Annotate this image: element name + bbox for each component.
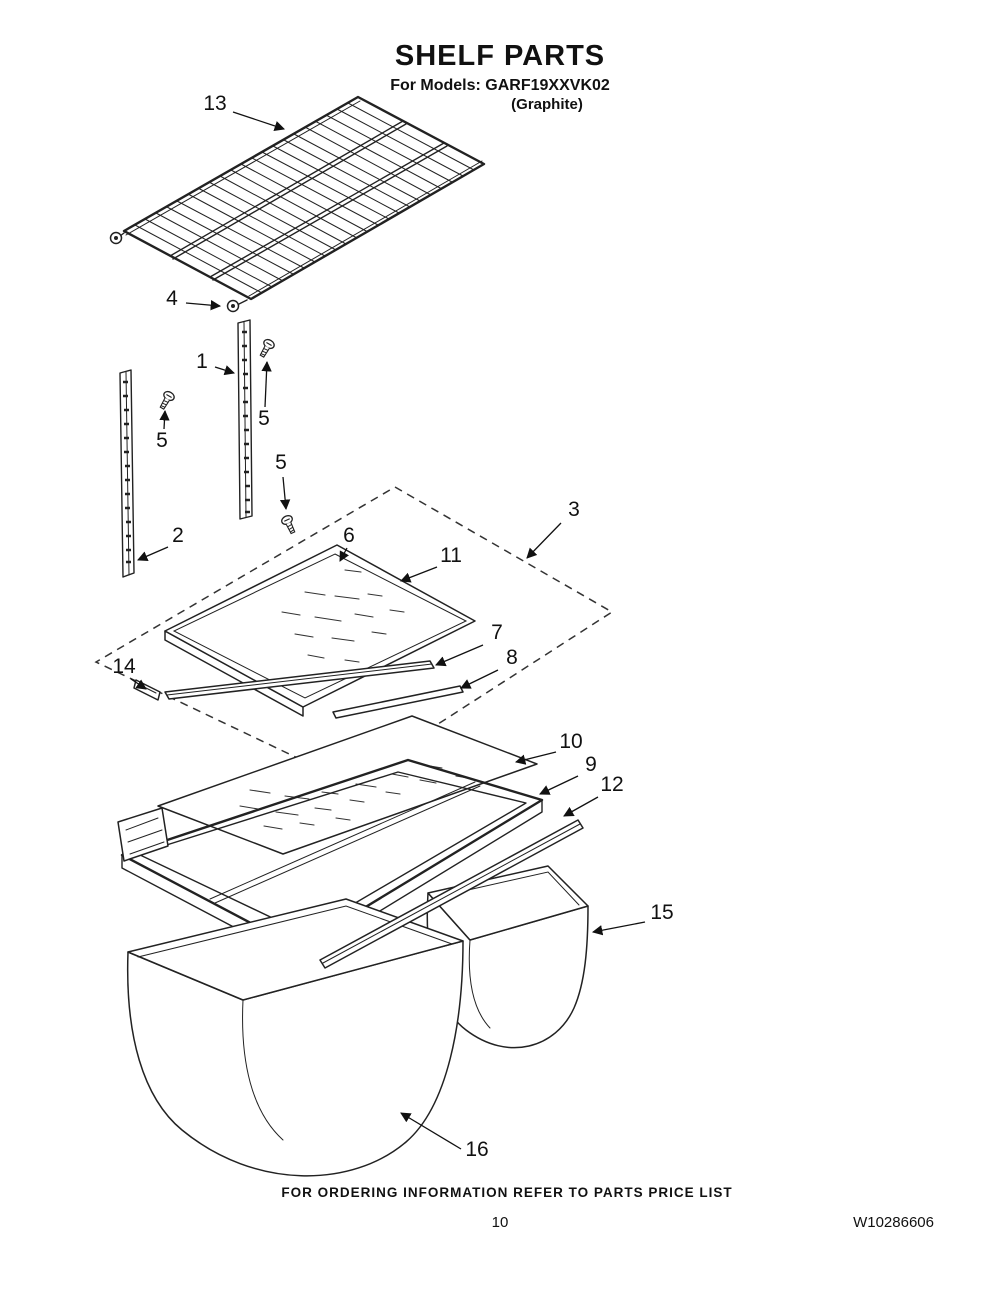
callout-arrow bbox=[435, 644, 484, 667]
shelf-roller-part-4 bbox=[109, 231, 248, 313]
callout-14: 14 bbox=[112, 655, 147, 690]
models-line: For Models: GARF19XXVK02 bbox=[390, 77, 610, 94]
callout-3: 3 bbox=[526, 498, 580, 559]
callout-number: 12 bbox=[600, 773, 623, 796]
callout-arrow bbox=[400, 1112, 462, 1150]
glass-shelf-part-11 bbox=[281, 569, 405, 663]
callout-5: 5 bbox=[156, 409, 170, 452]
callout-number: 5 bbox=[275, 451, 287, 474]
callout-4: 4 bbox=[166, 287, 222, 311]
finish-line: (Graphite) bbox=[511, 96, 583, 113]
callout-arrow bbox=[214, 365, 235, 376]
callout-arrow bbox=[232, 111, 285, 131]
crisper-drawer-part-16 bbox=[126, 898, 464, 1177]
callout-arrow bbox=[261, 360, 272, 408]
screw-part-5 bbox=[156, 389, 177, 412]
callout-arrow bbox=[130, 678, 147, 690]
callout-number: 8 bbox=[506, 646, 518, 669]
callout-5: 5 bbox=[258, 360, 272, 430]
shelf-frame-part-6 bbox=[164, 544, 476, 717]
callout-arrow bbox=[339, 547, 350, 562]
callout-arrow bbox=[591, 921, 646, 936]
callout-12: 12 bbox=[563, 773, 624, 817]
callout-5: 5 bbox=[275, 451, 291, 511]
callout-number: 6 bbox=[343, 524, 355, 547]
screw-part-5 bbox=[279, 513, 299, 536]
callout-number: 5 bbox=[258, 407, 270, 430]
callout-number: 15 bbox=[650, 901, 673, 924]
callout-arrow bbox=[400, 566, 438, 583]
callout-number: 16 bbox=[465, 1138, 488, 1161]
callout-9: 9 bbox=[539, 753, 597, 795]
callout-8: 8 bbox=[460, 646, 518, 689]
crisper-drawer-part-15 bbox=[426, 865, 589, 1049]
callout-7: 7 bbox=[435, 621, 503, 667]
callout-number: 4 bbox=[166, 287, 178, 310]
callout-6: 6 bbox=[339, 524, 355, 562]
callout-number: 5 bbox=[156, 429, 168, 452]
callout-arrow bbox=[460, 669, 499, 689]
callout-2: 2 bbox=[137, 524, 184, 562]
callout-number: 7 bbox=[491, 621, 503, 644]
shelf-support-rail-part-1 bbox=[237, 319, 253, 520]
shelf-support-rail-part-2 bbox=[119, 369, 135, 578]
doc-number: W10286606 bbox=[853, 1214, 934, 1231]
screw-part-5 bbox=[256, 337, 277, 360]
callout-number: 9 bbox=[585, 753, 597, 776]
callout-number: 2 bbox=[172, 524, 184, 547]
wire-shelf-part-13 bbox=[122, 95, 486, 301]
callout-1: 1 bbox=[196, 350, 235, 376]
page-title: SHELF PARTS bbox=[394, 40, 606, 72]
callout-arrow bbox=[279, 476, 291, 511]
callout-16: 16 bbox=[400, 1112, 489, 1161]
shelf-trim-part-12 bbox=[319, 819, 584, 969]
callout-11: 11 bbox=[400, 544, 462, 583]
callout-arrow bbox=[563, 796, 599, 817]
callout-number: 1 bbox=[196, 350, 208, 373]
callout-arrow bbox=[514, 751, 557, 765]
glass-shelf-part-10 bbox=[157, 715, 538, 855]
shelf-trim-part-7 bbox=[164, 660, 435, 700]
callout-number: 14 bbox=[112, 655, 136, 678]
callout-arrow bbox=[526, 522, 562, 559]
callout-number: 11 bbox=[440, 544, 462, 567]
callout-number: 10 bbox=[559, 730, 582, 753]
callout-15: 15 bbox=[591, 901, 674, 936]
callout-arrow bbox=[137, 546, 169, 562]
callout-10: 10 bbox=[514, 730, 583, 765]
page-number: 10 bbox=[491, 1214, 509, 1231]
callout-arrow bbox=[185, 299, 222, 311]
callout-number: 13 bbox=[203, 92, 226, 115]
callout-arrow bbox=[159, 409, 170, 430]
callout-number: 3 bbox=[568, 498, 580, 521]
callout-arrow bbox=[539, 775, 579, 795]
screws-part-5 bbox=[156, 337, 299, 536]
ordering-note: FOR ORDERING INFORMATION REFER TO PARTS … bbox=[281, 1185, 733, 1200]
callout-13: 13 bbox=[203, 92, 285, 131]
shelf-trim-part-8 bbox=[332, 685, 464, 719]
